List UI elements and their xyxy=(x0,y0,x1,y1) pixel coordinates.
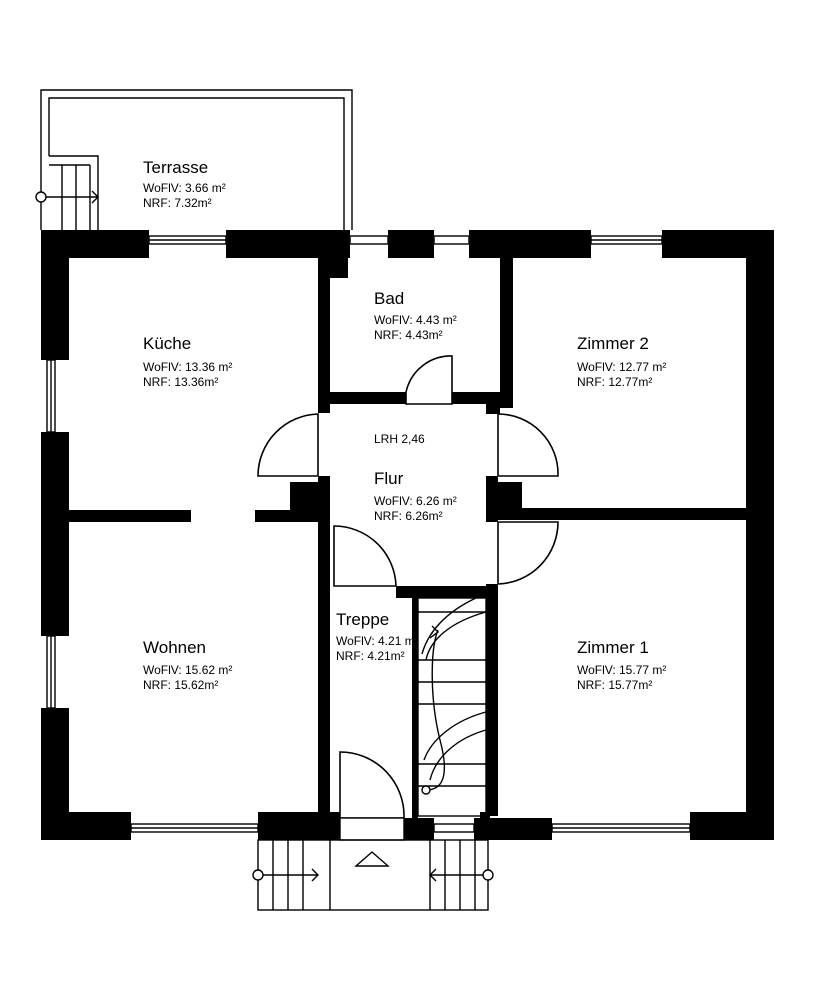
room-name: Flur xyxy=(374,469,404,488)
room-nrf: NRF: 12.77m² xyxy=(577,375,652,389)
room-wofiv: WoFlV: 6.26 m² xyxy=(374,494,457,508)
room-nrf: NRF: 4.43m² xyxy=(374,328,443,342)
room-wofiv: WoFlV: 3.66 m² xyxy=(143,181,226,195)
room-terrasse: Terrasse WoFlV: 3.66 m² NRF: 7.32m² xyxy=(143,158,226,210)
interior-walls xyxy=(69,258,746,840)
room-nrf: NRF: 13.36m² xyxy=(143,375,218,389)
room-kueche: Küche WoFlV: 13.36 m² NRF: 13.36m² xyxy=(143,334,232,389)
room-wofiv: WoFlV: 4.21 m² xyxy=(336,634,419,648)
room-name: Bad xyxy=(374,289,404,308)
doors xyxy=(257,355,559,841)
room-nrf: NRF: 4.21m² xyxy=(336,649,405,663)
room-name: Zimmer 2 xyxy=(577,334,649,353)
entrance-steps xyxy=(252,839,494,911)
room-wofiv: WoFlV: 15.77 m² xyxy=(577,663,666,677)
room-nrf: NRF: 6.26m² xyxy=(374,509,443,523)
room-wofiv: WoFlV: 4.43 m² xyxy=(374,313,457,327)
room-treppe: Treppe WoFlV: 4.21 m² NRF: 4.21m² xyxy=(336,610,419,663)
room-wohnen: Wohnen WoFlV: 15.62 m² NRF: 15.62m² xyxy=(143,638,232,692)
room-bad: Bad WoFlV: 4.43 m² NRF: 4.43m² xyxy=(374,289,457,342)
room-nrf: NRF: 7.32m² xyxy=(143,196,212,210)
room-flur: LRH 2,46 Flur WoFlV: 6.26 m² NRF: 6.26m² xyxy=(374,432,457,523)
room-ceiling-height: LRH 2,46 xyxy=(374,432,425,446)
room-wofiv: WoFlV: 12.77 m² xyxy=(577,360,666,374)
staircase xyxy=(417,597,487,817)
exterior-walls xyxy=(41,230,774,840)
room-name: Zimmer 1 xyxy=(577,638,649,657)
room-zimmer2: Zimmer 2 WoFlV: 12.77 m² NRF: 12.77m² xyxy=(577,334,666,389)
terrace-outline xyxy=(35,89,353,230)
room-name: Küche xyxy=(143,334,191,353)
room-wofiv: WoFlV: 13.36 m² xyxy=(143,360,232,374)
entrance-arrow-icon xyxy=(354,851,390,867)
windows xyxy=(46,235,691,833)
room-nrf: NRF: 15.77m² xyxy=(577,678,652,692)
room-name: Wohnen xyxy=(143,638,206,657)
room-wofiv: WoFlV: 15.62 m² xyxy=(143,663,232,677)
room-zimmer1: Zimmer 1 WoFlV: 15.77 m² NRF: 15.77m² xyxy=(577,638,666,692)
room-nrf: NRF: 15.62m² xyxy=(143,678,218,692)
room-name: Terrasse xyxy=(143,158,208,177)
room-name: Treppe xyxy=(336,610,389,629)
